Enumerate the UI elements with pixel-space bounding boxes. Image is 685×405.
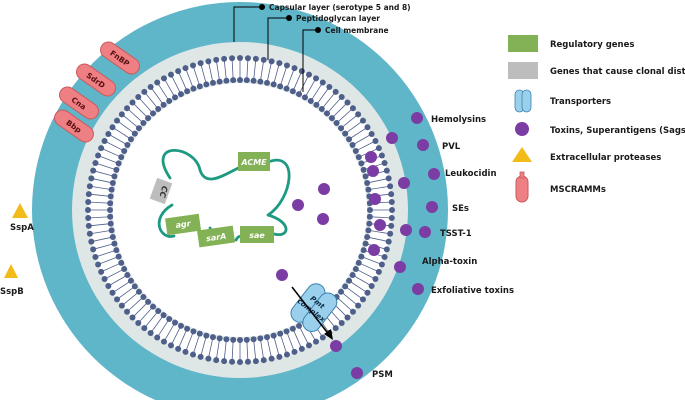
psm-label: PSM (372, 370, 393, 380)
capsular-pointer (233, 6, 262, 42)
tsst1-label: TSST-1 (440, 229, 472, 239)
legend-protease-icon (512, 147, 532, 162)
capsular-pointer-dot (259, 4, 265, 10)
peptidoglycan-pointer (267, 17, 289, 60)
legend: Regulatory genes Genes that cause clonal… (508, 35, 685, 203)
legend-toxin-icon (515, 122, 529, 136)
legend-protease-label: Extracellular proteases (550, 153, 661, 163)
toxin-list: Hemolysins PVL Leukocidin SEs TSST-1 Alp… (351, 112, 514, 380)
export-arrow-head (324, 329, 333, 340)
leukocidin-label: Leukocidin (445, 169, 497, 179)
legend-clonal-label: Genes that cause clonal distinction (550, 67, 685, 77)
svg-text:agr: agr (175, 219, 192, 230)
gene-acme: ACME (238, 152, 270, 171)
peptidoglycan-pointer-dot (286, 15, 292, 21)
legend-clonal-icon (508, 62, 538, 79)
exfoliative-toxins-label: Exfoliative toxins (431, 286, 514, 296)
cytoplasm (113, 83, 367, 337)
legend-transporter-icon (514, 89, 532, 113)
hemolysins-label: Hemolysins (431, 115, 486, 125)
svg-text:sae: sae (249, 231, 265, 240)
tsst1-dot (400, 224, 412, 236)
leukocidin-dot-2 (428, 168, 440, 180)
membrane-pointer (302, 29, 318, 92)
alpha-toxin-dot (394, 261, 406, 273)
layer-pointers (233, 6, 318, 92)
sspa-triangle-icon (12, 203, 28, 218)
alpha-toxin-label: Alpha-toxin (422, 257, 477, 267)
leukocidin-dot (398, 177, 410, 189)
legend-transporter-label: Transporters (550, 97, 611, 107)
gene-cc: CC (149, 177, 173, 205)
membrane-pointer-dot (315, 27, 321, 33)
svg-text:CC: CC (158, 185, 170, 199)
toxin-dots (276, 132, 398, 352)
gene-agr: agr (165, 213, 202, 236)
cell-membrane (85, 55, 395, 365)
legend-mscramm-label: MSCRAMMs (550, 185, 606, 195)
tsst1-dot-2 (419, 226, 431, 238)
svg-text:ACME: ACME (240, 158, 267, 167)
ses-dot (426, 201, 438, 213)
legend-mscramm-icon (515, 171, 529, 203)
ses-label: SEs (452, 204, 469, 214)
legend-toxin-label: Toxins, Superantigens (Sags) (550, 126, 685, 136)
sspb-triangle-icon (4, 264, 18, 278)
export-arrow (291, 286, 331, 337)
sspb-label: SspB (0, 287, 24, 297)
psm-dot (351, 367, 363, 379)
gene-sae: sae (240, 226, 274, 243)
exfoliative-toxins-dot (412, 283, 424, 295)
gene-sara: sarA (197, 225, 236, 248)
cell-membrane-label: Cell membrane (325, 26, 389, 35)
legend-regulatory-icon (508, 35, 538, 52)
capsular-layer-label: Capsular layer (serotype 5 and 8) (269, 3, 411, 12)
peptidoglycan-layer-label: Peptidoglycan layer (296, 14, 380, 23)
sspa-label: SspA (10, 223, 34, 233)
pvl-label: PVL (442, 142, 461, 152)
pvl-dot (417, 139, 429, 151)
hemolysins-dot (411, 112, 423, 124)
svg-text:sarA: sarA (206, 232, 227, 244)
legend-regulatory-label: Regulatory genes (550, 40, 634, 50)
